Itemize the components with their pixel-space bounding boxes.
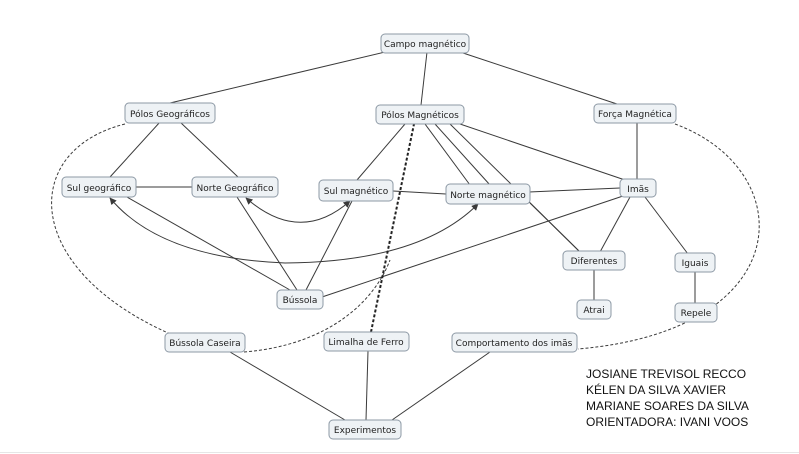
arrows [109, 197, 479, 264]
dashed-bussolacaseira-polosmag [243, 259, 391, 353]
node-forca-magnetica[interactable]: Força Magnética [593, 103, 677, 124]
edge-imas-iguais [644, 196, 689, 255]
node-sul-magnetico-label: Sul magnético [324, 186, 389, 197]
edge-sulmag-nortemag [392, 190, 447, 195]
node-bussola[interactable]: Bússola [276, 289, 324, 310]
node-polos-magneticos[interactable]: Pólos Magnéticos [375, 104, 465, 125]
edge-polosgeo-sulgeo [109, 121, 161, 178]
node-repele[interactable]: Repele [674, 302, 718, 323]
edge-imas-diferentes [599, 196, 631, 253]
edge-polosmag-sulmag [356, 123, 406, 181]
edge-campo-polosmag [420, 51, 428, 106]
edge-polosmag-nortemag-1 [424, 123, 471, 186]
node-forca-magnetica-label: Força Magnética [598, 109, 672, 120]
node-comportamento-dos-imas-label: Comportamento dos imãs [456, 339, 573, 349]
edge-limalha-experimentos [365, 350, 369, 421]
dashed-forca-comportamento [577, 123, 760, 350]
node-sul-magnetico[interactable]: Sul magnético [318, 179, 394, 202]
node-repele-label: Repele [681, 309, 712, 319]
arrow-sulmag-nortegeo [245, 197, 351, 223]
edge-bussolacaseira-experimentos [229, 351, 346, 421]
node-comportamento-dos-imas[interactable]: Comportamento dos imãs [451, 332, 578, 353]
edge-polosgeo-nortegeo [179, 121, 239, 178]
author-line: MARIANE SOARES DA SILVA [586, 399, 749, 413]
node-limalha-de-ferro-label: Limalha de Ferro [328, 338, 404, 348]
node-polos-geograficos[interactable]: Pólos Geográficos [124, 102, 216, 124]
edge-campo-forca [459, 51, 621, 106]
edge-nortemag-diferentes [529, 202, 581, 253]
node-polos-magneticos-label: Pólos Magnéticos [381, 110, 459, 121]
edge-bussola-nortegeo [236, 196, 298, 291]
author-line: JOSIANE TREVISOL RECCO [586, 367, 747, 381]
node-campo-magnetico[interactable]: Campo magnético [380, 33, 470, 54]
dashed-links [51, 123, 760, 353]
advisor-line: ORIENTADORA: IVANI VOOS [586, 415, 749, 429]
node-experimentos[interactable]: Experimentos [328, 419, 402, 440]
bottom-divider [0, 452, 799, 453]
edge-bussola-sulgeo [126, 196, 291, 291]
author-line: KÉLEN DA SILVA XAVIER [586, 383, 727, 397]
node-iguais-label: Iguais [682, 259, 709, 269]
node-norte-magnetico[interactable]: Norte magnético [445, 183, 531, 205]
node-iguais[interactable]: Iguais [674, 252, 716, 273]
node-norte-magnetico-label: Norte magnético [450, 190, 526, 201]
node-experimentos-label: Experimentos [334, 426, 397, 436]
node-diferentes[interactable]: Diferentes [562, 250, 626, 271]
node-sul-geografico-label: Sul geográfico [67, 184, 132, 194]
dashed-polosgeo-bussolacaseira [51, 123, 176, 337]
edge-polosmag-imas [459, 123, 626, 181]
edge-bussola-imas [321, 195, 624, 298]
edge-campo-polosgeo [169, 51, 386, 104]
node-polos-geograficos-label: Pólos Geográficos [130, 109, 210, 120]
node-atrai-label: Atrai [583, 306, 604, 316]
node-diferentes-label: Diferentes [571, 257, 618, 267]
arrow-sulgeo-nortemag [109, 197, 479, 264]
node-bussola-label: Bússola [283, 296, 318, 306]
node-bussola-caseira-label: Bússola Caseira [169, 339, 240, 349]
node-limalha-de-ferro[interactable]: Limalha de Ferro [323, 331, 410, 352]
node-imas-label: Imãs [627, 185, 649, 195]
node-norte-geografico[interactable]: Norte Geográfico [191, 176, 279, 198]
edge-nortemag-imas [528, 187, 621, 193]
edge-bussola-sulmag [305, 200, 353, 291]
node-norte-geografico-label: Norte Geográfico [197, 184, 274, 194]
edge-comportamento-experimentos [391, 351, 491, 421]
authors-block: JOSIANE TREVISOL RECCO KÉLEN DA SILVA XA… [586, 366, 749, 430]
dashed-limalha-polosmag [370, 123, 415, 333]
node-imas[interactable]: Imãs [619, 178, 657, 198]
node-atrai[interactable]: Atrai [576, 299, 612, 320]
node-sul-geografico[interactable]: Sul geográfico [61, 176, 137, 198]
edge-polosmag-nortemag-2 [434, 123, 491, 186]
node-campo-magnetico-label: Campo magnético [384, 39, 467, 50]
node-bussola-caseira[interactable]: Bússola Caseira [164, 332, 246, 353]
connections [109, 51, 696, 421]
